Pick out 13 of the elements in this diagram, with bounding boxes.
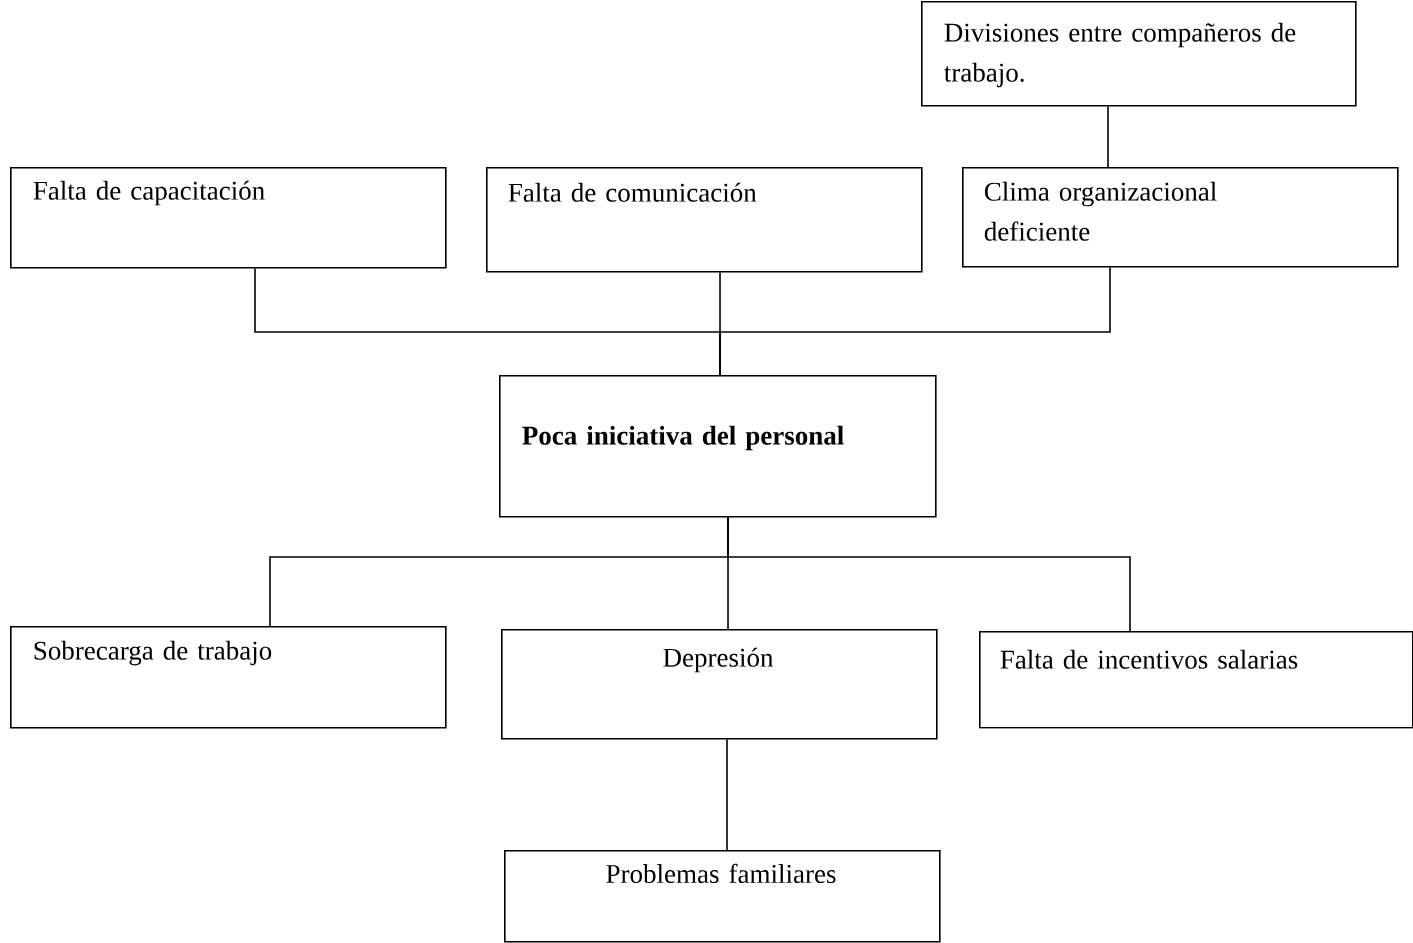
text-box: Falta de comunicación — [486, 167, 923, 273]
connector-line — [719, 266, 1111, 376]
connector-line — [1107, 105, 1109, 168]
text-box: Falta de capacitación — [10, 167, 447, 269]
text-box: Sobrecarga de trabajo — [10, 626, 447, 729]
text-box: Falta de incentivos salarias — [979, 631, 1413, 729]
connector-line — [726, 738, 728, 851]
text-box: Poca iniciativa del personal — [499, 375, 937, 518]
connector-line — [727, 516, 1131, 632]
text-box: Clima organizacional deficiente — [962, 167, 1399, 268]
text-box: Depresión — [501, 629, 938, 740]
text-box: Divisiones entre compañeros de trabajo. — [921, 1, 1357, 107]
text-box: Problemas familiares — [504, 850, 941, 943]
